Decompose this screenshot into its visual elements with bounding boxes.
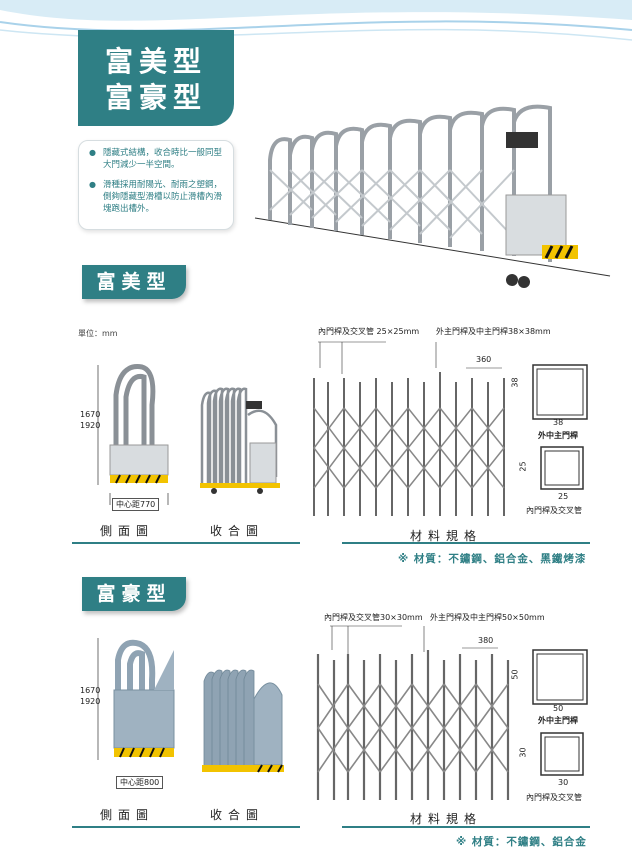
unit-label: 單位：mm	[78, 329, 118, 338]
feature-item: 隱藏式結構，收合時比一般同型大門減少一半空間。	[87, 147, 225, 171]
main-tube-side-dim: 38	[510, 377, 520, 388]
material-note-1: ※ 材質：不鏽鋼、鋁合金、黑鐵烤漆	[398, 553, 587, 565]
spec-caption-1: 材料規格	[410, 529, 483, 543]
folded-view-diagram-1	[200, 387, 280, 494]
gate-elevation-diagram-2	[316, 625, 510, 800]
page-title-line1: 富美型	[104, 45, 207, 78]
spec-caption-2: 材料規格	[410, 812, 483, 826]
inner-tube-spec-label: 內門桿及交叉管 25×25mm	[318, 327, 420, 336]
caption-divider-left-2	[72, 826, 300, 828]
inner-tube-cross-section	[540, 446, 584, 490]
caption-divider-right-1	[342, 542, 590, 544]
main-tube-bottom-dim: 50	[553, 704, 564, 713]
section-tab-fumei: 富美型	[82, 265, 186, 299]
page-title-line2: 富豪型	[104, 81, 207, 114]
main-tube-label: 外中主門桿	[538, 716, 578, 725]
material-note-2: ※ 材質：不鏽鋼、鋁合金	[456, 836, 587, 848]
height-dimension-1: 1670	[80, 410, 101, 419]
caption-divider-right-2	[342, 826, 590, 828]
center-distance-label: 中心距770	[112, 498, 160, 511]
main-tube-bottom-dim: 38	[553, 418, 564, 427]
main-tube-label: 外中主門桿	[538, 431, 578, 440]
side-view-caption-2: 側面圖	[100, 808, 155, 822]
feature-item: 滑種採用耐陽光、耐雨之塑鋼，側夠隱藏型滑槽以防止滑槽內滑塊跑出槽外。	[87, 179, 225, 215]
main-tube-cross-section	[532, 364, 588, 420]
inner-tube-label: 內門桿及交叉管	[526, 793, 582, 802]
inner-tube-bottom-dim: 30	[558, 778, 569, 787]
outer-tube-spec-label: 外主門桿及中主門桿50×50mm	[430, 613, 545, 622]
side-view-diagram-1	[97, 364, 169, 505]
page-title-box: 富美型 富豪型	[78, 30, 234, 126]
inner-tube-label: 內門桿及交叉管	[526, 506, 582, 515]
outer-tube-spec-label: 外主門桿及中主門桿38×38mm	[436, 327, 551, 336]
section-tab-fuhao: 富豪型	[82, 577, 186, 611]
product-gate-photo	[254, 104, 611, 288]
features-box: 隱藏式結構，收合時比一般同型大門減少一半空間。 滑種採用耐陽光、耐雨之塑鋼，側夠…	[78, 140, 234, 230]
side-view-caption-1: 側面圖	[100, 524, 155, 538]
gate-elevation-diagram-1	[313, 341, 505, 516]
spacing-dimension: 360	[476, 355, 492, 364]
fold-view-caption-1: 收合圖	[210, 524, 265, 538]
spacing-dimension: 380	[478, 636, 494, 645]
height-dimension-2: 1920	[80, 421, 101, 430]
inner-tube-cross-section	[540, 732, 584, 776]
inner-tube-spec-label: 內門桿及交叉管30×30mm	[324, 613, 423, 622]
height-dimension-2: 1920	[80, 697, 101, 706]
inner-tube-side-dim: 30	[518, 747, 528, 758]
main-tube-side-dim: 50	[510, 669, 520, 680]
folded-view-diagram-2	[202, 669, 284, 773]
center-distance-label: 中心距800	[116, 776, 164, 789]
side-view-diagram-2	[97, 638, 175, 760]
inner-tube-bottom-dim: 25	[558, 492, 569, 501]
fold-view-caption-2: 收合圖	[210, 808, 265, 822]
inner-tube-side-dim: 25	[518, 461, 528, 472]
height-dimension-1: 1670	[80, 686, 101, 695]
main-tube-cross-section	[532, 649, 588, 705]
caption-divider-left-1	[72, 542, 300, 544]
